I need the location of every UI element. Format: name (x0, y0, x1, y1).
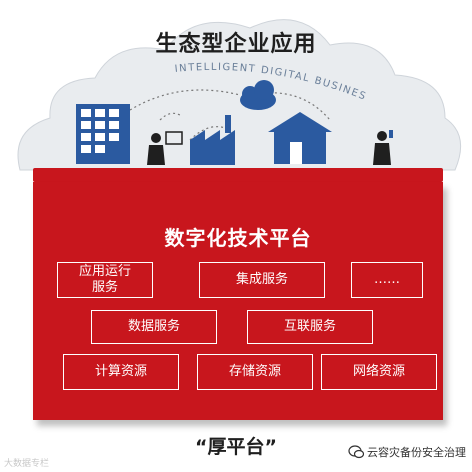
watermark-right: 云容灾备份安全治理 (348, 444, 466, 460)
arc-caption: INTELLIGENT DIGITAL BUSINESS (0, 0, 367, 103)
factory-icon (190, 115, 235, 165)
office-building-icon (76, 104, 130, 164)
platform-shelf (33, 168, 443, 182)
top-title: 生态型企业应用 (155, 32, 317, 57)
bottom-title: “厚平台” (195, 436, 277, 458)
cloud-layer: INTELLIGENT DIGITAL BUSINESS 生态型企业应用 (0, 0, 472, 190)
platform-title: 数字化技术平台 (164, 226, 312, 250)
service-box: 网络资源 (321, 354, 437, 390)
wechat-icon (348, 445, 364, 459)
watermark-right-text: 云容灾备份安全治理 (367, 446, 466, 459)
cloud-illustration (17, 19, 462, 171)
presenter-person-icon (147, 131, 183, 165)
phone-person-icon (373, 130, 393, 165)
cloud-icon (240, 80, 276, 110)
platform-board: 数字化技术平台 应用运行 服务 集成服务 …… 数据服务 互联服务 计算资源 存… (33, 182, 443, 420)
service-box: 计算资源 (63, 354, 179, 390)
watermark-left: 大数据专栏 (4, 459, 50, 469)
service-box: …… (351, 262, 423, 298)
service-box: 应用运行 服务 (57, 262, 153, 298)
service-box: 互联服务 (247, 310, 373, 344)
service-box: 数据服务 (91, 310, 217, 344)
service-box: 集成服务 (199, 262, 325, 298)
service-box: 存储资源 (197, 354, 313, 390)
house-icon (268, 112, 332, 164)
